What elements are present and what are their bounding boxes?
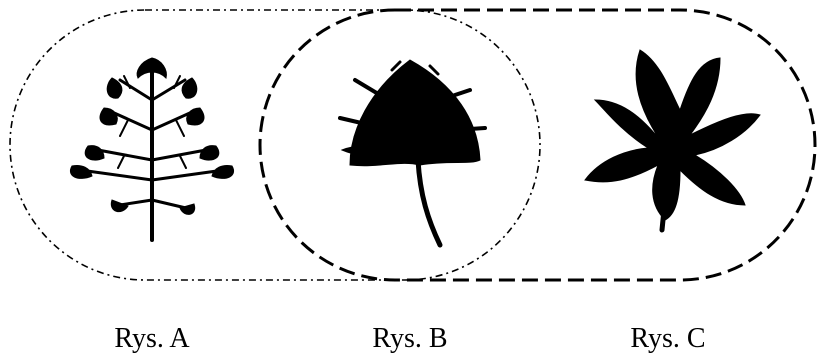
intermediate-lobed-leaf-icon: [340, 60, 485, 245]
caption-rys-c: Rys. C: [630, 325, 705, 353]
boundary-right-dashed: [260, 10, 815, 280]
broad-lobed-leaf-icon: [585, 50, 760, 230]
caption-rys-b: Rys. B: [372, 325, 447, 353]
finely-divided-leaf-icon: [70, 58, 233, 240]
caption-rys-a: Rys. A: [114, 325, 189, 353]
